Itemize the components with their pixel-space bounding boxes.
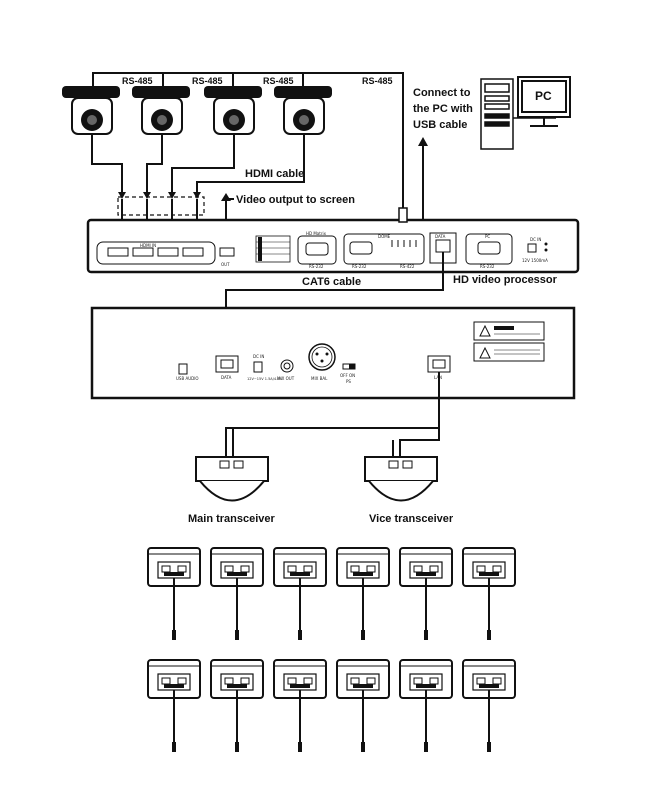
dc-spec-label-2: 12V~15V 1.5A/4.0A bbox=[247, 377, 282, 381]
vice-transceiver bbox=[364, 456, 438, 502]
mic-unit bbox=[147, 659, 201, 752]
pc-monitor bbox=[517, 76, 571, 127]
rs485-label-4: RS-485 bbox=[362, 76, 393, 86]
mix-out-label: MIX OUT bbox=[277, 376, 295, 381]
hdmi-plugs-outline bbox=[117, 196, 205, 216]
lan-cables bbox=[225, 372, 440, 458]
mic-unit bbox=[210, 659, 264, 752]
ps-label: PS bbox=[346, 379, 351, 384]
main-transceiver-label: Main transceiver bbox=[188, 513, 276, 525]
hdmi-cable-label: HDMI cable bbox=[245, 168, 304, 180]
camera-4 bbox=[274, 86, 332, 135]
rs485-label-1: RS-485 bbox=[122, 76, 153, 86]
mic-unit bbox=[399, 547, 453, 640]
mic-unit bbox=[336, 547, 390, 640]
vice-transceiver-label: Vice transceiver bbox=[369, 513, 454, 525]
rs485-label-2: RS-485 bbox=[192, 76, 223, 86]
mic-unit bbox=[147, 547, 201, 640]
data-label: DATA bbox=[221, 375, 232, 380]
connect-pc-label-line1: Connect to bbox=[413, 87, 471, 99]
camera-2 bbox=[132, 86, 190, 135]
rs422-label: RS-422 bbox=[400, 264, 415, 269]
connect-pc-label-line3: USB cable bbox=[413, 119, 467, 131]
mic-unit bbox=[210, 547, 264, 640]
processor-panel-labels: HDMI IN OUT HD Matrix RS-232 DOME RS-232… bbox=[140, 231, 548, 269]
pc-port-label: PC bbox=[485, 234, 490, 239]
mic-unit bbox=[336, 659, 390, 752]
hdmi-arrowheads bbox=[118, 192, 201, 199]
main-transceiver bbox=[195, 456, 269, 502]
dc-spec-label: 12V 1500mA bbox=[522, 258, 548, 263]
hdmi-out-label: OUT bbox=[221, 262, 230, 267]
mic-unit bbox=[273, 547, 327, 640]
hd-video-processor bbox=[86, 218, 580, 274]
usb-arrowhead bbox=[418, 137, 428, 146]
hd-video-processor-label: HD video processor bbox=[453, 274, 558, 286]
camera-3 bbox=[204, 86, 262, 135]
video-output-label: Video output to screen bbox=[236, 194, 355, 206]
connect-pc-label-line2: the PC with bbox=[413, 103, 473, 115]
dome-label: DOME bbox=[378, 234, 391, 239]
mic-unit bbox=[462, 547, 516, 640]
rs232-matrix-label: RS-232 bbox=[309, 264, 324, 269]
mic-unit bbox=[462, 659, 516, 752]
rs485-label-3: RS-485 bbox=[263, 76, 294, 86]
data-port-label: DATA bbox=[435, 234, 446, 239]
dc-in-label: DC IN bbox=[530, 237, 541, 242]
pc-tower bbox=[480, 78, 514, 150]
camera-1 bbox=[62, 86, 120, 135]
pc-label: PC bbox=[535, 89, 552, 103]
rs485-plug bbox=[398, 207, 408, 223]
hdmi-in-label: HDMI IN bbox=[140, 243, 156, 248]
transceiver-rear-panel bbox=[90, 306, 576, 400]
rs232-dome-label: RS-232 bbox=[352, 264, 367, 269]
hd-matrix-label: HD Matrix bbox=[306, 231, 327, 236]
mic-unit bbox=[273, 659, 327, 752]
dc-in-label-2: DC IN bbox=[253, 354, 264, 359]
power-switch-label: OFF ON bbox=[340, 373, 355, 378]
microphone-units bbox=[147, 547, 516, 752]
hdmi-cables bbox=[91, 134, 305, 194]
video-output-arrowhead bbox=[221, 193, 231, 201]
mic-unit bbox=[399, 659, 453, 752]
usb-audio-label: USB AUDIO bbox=[176, 376, 199, 381]
rs232-pc-label: RS-232 bbox=[480, 264, 495, 269]
mix-bal-label: MIX BAL bbox=[311, 376, 328, 381]
cat6-cable-label: CAT6 cable bbox=[302, 276, 361, 288]
